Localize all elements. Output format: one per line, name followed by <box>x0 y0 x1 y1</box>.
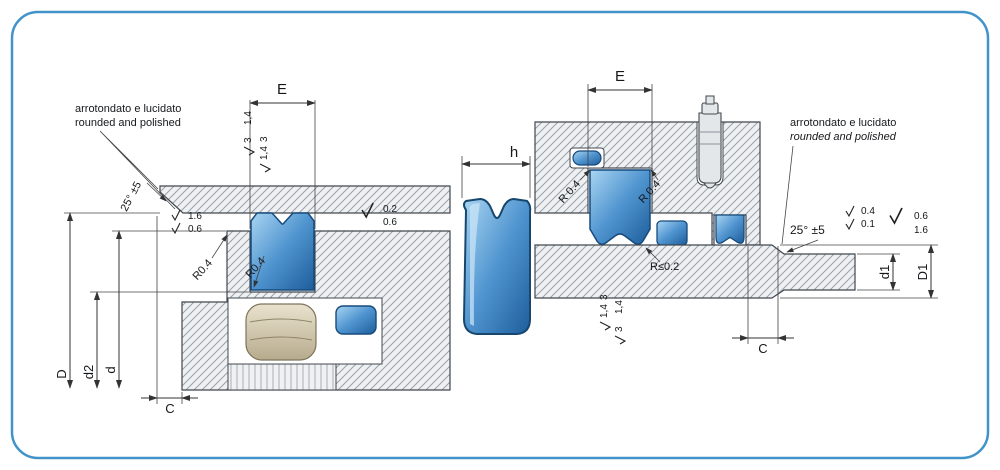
dim-e-right-label: E <box>615 68 625 85</box>
right-plug-tip <box>703 182 717 189</box>
seal-profile-body <box>462 197 532 335</box>
dim-D1: D1 <box>780 244 938 299</box>
right-port-seal <box>572 150 602 166</box>
dim-c-right-label: C <box>758 341 767 356</box>
left-roughness-bore: 0.2 0.6 <box>361 202 397 228</box>
right-roughness-wall-a: 1,4 3 <box>599 294 612 331</box>
rough-value: 3 <box>243 137 254 143</box>
right-roughness-face: 0.6 1.6 <box>889 207 928 236</box>
left-cylinder-section <box>159 185 451 214</box>
rough-value: 0.2 <box>383 204 397 215</box>
dim-c-right: C <box>732 246 794 356</box>
left-backup-ring-groove-lines <box>249 318 313 341</box>
rough-value: 3 <box>599 294 610 300</box>
dim-d2-label: d2 <box>81 365 96 379</box>
right-seal <box>589 169 651 245</box>
rough-value: 1,4 <box>259 146 270 160</box>
right-plug-body <box>698 112 722 184</box>
dim-d1: d1 <box>857 253 900 291</box>
right-angle-label: 25° ±5 <box>790 223 825 237</box>
dim-h-label: h <box>510 144 518 161</box>
rough-value: 1,4 <box>614 300 625 314</box>
rough-value: 0.1 <box>861 219 875 230</box>
rough-value: 1.6 <box>188 211 202 222</box>
dim-d-label: d <box>103 366 118 373</box>
rough-value: 3 <box>614 326 625 332</box>
right-rod-section <box>534 244 856 299</box>
right-plug-threads <box>699 131 721 145</box>
rough-value: 0.4 <box>861 206 875 217</box>
dim-e-left-label: E <box>277 81 287 98</box>
right-guide-ring <box>656 220 688 246</box>
right-angle-leader <box>786 239 819 253</box>
dim-e-right: E <box>587 68 653 167</box>
left-radius-b-leader <box>253 255 265 288</box>
left-roughness-edge: 1.6 0.6 <box>171 209 202 235</box>
dim-c-left-label: C <box>165 401 174 416</box>
dim-d1-label: d1 <box>877 265 892 279</box>
dim-e-left: E <box>249 81 316 229</box>
rough-value: 1.6 <box>914 225 928 236</box>
right-radius-a-leader <box>579 169 591 181</box>
rough-value: 0.6 <box>914 211 928 222</box>
right-wiper <box>715 214 745 244</box>
left-section-view: E 3 1,4 1,4 3 arrotondato e lucidato rou… <box>54 81 451 416</box>
dim-h: h <box>461 144 531 198</box>
rough-value: 3 <box>259 136 270 142</box>
left-note-line2: rounded and polished <box>75 117 181 129</box>
dim-c-left: C <box>141 216 198 416</box>
right-note-leader <box>781 145 794 245</box>
rough-value: 0.6 <box>383 217 397 228</box>
right-plug-nipple <box>705 95 715 105</box>
rough-value: 1,4 <box>243 111 254 125</box>
rough-value: 0.6 <box>188 224 202 235</box>
left-backup-ring <box>245 303 317 361</box>
right-radius-b-leader <box>650 169 659 181</box>
left-seal <box>250 212 315 291</box>
seal-profile: h <box>461 144 532 335</box>
dim-d-left: d <box>103 230 226 389</box>
dim-D-label: D <box>54 369 69 378</box>
right-radius-c-leader <box>645 247 661 263</box>
left-note-line1: arrotondato e lucidato <box>75 103 181 115</box>
right-section-view: E R 0.4 R 0.4 R≤0.2 1,4 3 3 1,4 arrotond… <box>534 68 938 356</box>
right-note-line2: rounded and polished <box>790 131 897 143</box>
right-radius-c-label: R≤0.2 <box>650 261 679 273</box>
left-vertical-hatch-part <box>227 363 337 391</box>
seal-profile-highlight <box>469 203 480 326</box>
right-note-line1: arrotondato e lucidato <box>790 117 896 129</box>
left-angle-leader <box>146 182 167 202</box>
right-roughness-chamfer: 0.4 0.1 <box>845 205 875 231</box>
dim-D1-label: D1 <box>915 264 930 281</box>
left-roughness-wall-a: 3 1,4 <box>243 111 256 156</box>
right-plug-head <box>701 102 719 115</box>
rough-value: 1,4 <box>599 304 610 318</box>
left-oring <box>335 305 377 335</box>
dim-D-left: D <box>54 212 160 389</box>
right-roughness-wall-b: 3 1,4 <box>614 300 627 345</box>
left-radius-a-leader <box>211 234 228 259</box>
left-roughness-wall-b: 1,4 3 <box>259 136 272 173</box>
